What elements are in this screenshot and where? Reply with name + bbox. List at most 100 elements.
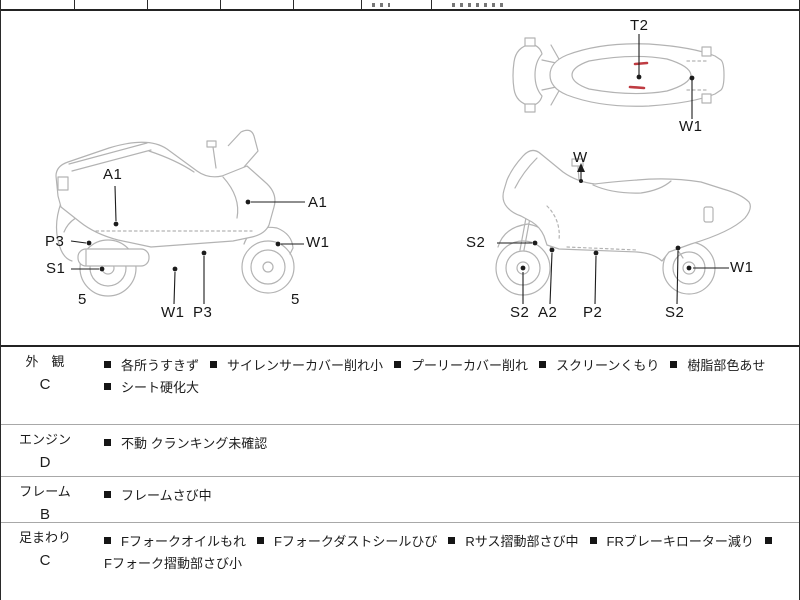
label-t2: T2 bbox=[630, 17, 649, 34]
cell-divider bbox=[293, 0, 294, 9]
seat-seam bbox=[592, 180, 672, 194]
label-tread-rear: 5 bbox=[78, 291, 87, 308]
defect-items-cell: Fフォークオイルもれ Fフォークダストシールひび Rサス摺動部さび中 FRブレーキロー… bbox=[89, 529, 799, 600]
category-label: 外 観 bbox=[25, 354, 65, 369]
bullet-square-icon bbox=[104, 382, 111, 390]
defect-item: FRブレーキローター減り bbox=[589, 531, 754, 550]
rear-mudflap bbox=[55, 202, 73, 262]
cell-divider bbox=[220, 0, 221, 9]
label-s2-rear: S2 bbox=[665, 304, 685, 321]
defect-item: プーリーカバー削れ bbox=[394, 355, 528, 374]
defect-text: サイレンサーカバー削れ小 bbox=[227, 357, 384, 373]
defect-text: スクリーンくもり bbox=[556, 357, 660, 373]
front-fork bbox=[519, 206, 533, 251]
defect-line: シート硬化大 bbox=[104, 375, 799, 397]
category-cell: エンジン D bbox=[1, 431, 89, 476]
defect-items-cell: 不動 クランキング未確認 bbox=[89, 431, 799, 476]
bullet-square-icon bbox=[589, 536, 597, 544]
windscreen-edge bbox=[514, 157, 538, 189]
grade-value: C bbox=[39, 376, 51, 393]
rear-shock bbox=[670, 239, 684, 259]
defect-text: Fフォーク摺動部さび小 bbox=[104, 555, 242, 571]
defect-line: Fフォークオイルもれ Fフォークダストシールひび Rサス摺動部さび中 FRブレーキロー… bbox=[104, 529, 799, 551]
label-w1-underbody: W1 bbox=[161, 304, 185, 321]
condition-row: 足まわり C Fフォークオイルもれ Fフォークダストシールひび Rサス摺動部さび中 FRブ… bbox=[1, 522, 799, 600]
category-label: 足まわり bbox=[18, 530, 71, 545]
label-w1-top: W1 bbox=[679, 118, 703, 135]
defect-item: Fフォークダストシールひび bbox=[256, 531, 438, 550]
body-outline bbox=[55, 141, 276, 248]
bullet-square-icon bbox=[394, 360, 402, 368]
defect-item: スクリーンくもり bbox=[539, 355, 659, 374]
category-label: エンジン bbox=[18, 432, 71, 447]
bullet-square-icon bbox=[104, 536, 111, 544]
grade-value: C bbox=[39, 552, 51, 569]
condition-rows: 外 観 C 各所うすきず サイレンサーカバー削れ小 プーリーカバー削れ スクリーンくもり 樹… bbox=[1, 347, 799, 600]
condition-row: エンジン D 不動 クランキング未確認 bbox=[1, 424, 799, 476]
bullet-square-icon bbox=[539, 360, 547, 368]
label-p3-floor: P3 bbox=[193, 304, 213, 321]
label-s1: S1 bbox=[46, 260, 66, 277]
defect-item: 各所うすきず bbox=[104, 355, 199, 374]
defect-item: Fフォーク摺動部さび小 bbox=[104, 553, 242, 572]
mirror-right bbox=[524, 103, 536, 113]
bullet-square-icon bbox=[256, 536, 264, 544]
condition-row: 外 観 C 各所うすきず サイレンサーカバー削れ小 プーリーカバー削れ スクリーンくもり 樹… bbox=[1, 347, 799, 424]
category-cell: 外 観 C bbox=[1, 353, 89, 424]
defect-line: Fフォーク摺動部さび小 bbox=[104, 551, 799, 573]
label-a1-front: A1 bbox=[308, 194, 328, 211]
body-outline bbox=[502, 149, 751, 262]
grade-value: B bbox=[39, 506, 50, 523]
defect-text: プーリーカバー削れ bbox=[411, 357, 529, 373]
tail-lamp bbox=[57, 176, 69, 191]
defect-text: 樹脂部色あせ bbox=[687, 357, 766, 373]
defect-item: サイレンサーカバー削れ小 bbox=[210, 355, 383, 374]
condition-table: 外 観 C 各所うすきず サイレンサーカバー削れ小 プーリーカバー削れ スクリーンくもり 樹… bbox=[1, 345, 799, 600]
cell-divider bbox=[74, 0, 75, 9]
clipped-text-fragment bbox=[452, 3, 508, 7]
mirror bbox=[206, 140, 217, 148]
mirror-left bbox=[524, 37, 536, 47]
category-label: フレーム bbox=[19, 484, 71, 499]
defect-items-cell: フレームさび中 bbox=[89, 483, 799, 522]
bullet-square-icon bbox=[104, 360, 111, 368]
defect-text: 不動 クランキング未確認 bbox=[121, 435, 268, 451]
rear-fender bbox=[63, 211, 95, 233]
category-cell: フレーム B bbox=[1, 483, 89, 523]
defect-text: Rサス摺動部さび中 bbox=[465, 533, 579, 549]
bullet-square-icon bbox=[104, 490, 111, 498]
windscreen bbox=[227, 129, 259, 168]
defect-item bbox=[764, 536, 782, 544]
turn-signal bbox=[701, 93, 712, 104]
label-tread-front: 5 bbox=[291, 291, 300, 308]
defect-text: 各所うすきず bbox=[121, 357, 200, 373]
defect-line: 各所うすきず サイレンサーカバー削れ小 プーリーカバー削れ スクリーンくもり 樹脂部色あ… bbox=[104, 353, 799, 375]
bullet-square-icon bbox=[764, 536, 772, 544]
label-p2: P2 bbox=[583, 304, 603, 321]
defect-items-cell: 各所うすきず サイレンサーカバー削れ小 プーリーカバー削れ スクリーンくもり 樹脂部色あ… bbox=[89, 353, 799, 424]
defect-item: Rサス摺動部さび中 bbox=[448, 531, 579, 550]
grade-value: D bbox=[39, 454, 51, 471]
defect-item: フレームさび中 bbox=[104, 485, 212, 504]
defect-item: シート硬化大 bbox=[104, 377, 199, 396]
defect-item: 不動 クランキング未確認 bbox=[104, 433, 267, 452]
defect-text: Fフォークオイルもれ bbox=[121, 533, 246, 549]
seat-outline bbox=[571, 55, 692, 95]
defect-text: フレームさび中 bbox=[121, 487, 212, 503]
label-a2: A2 bbox=[538, 304, 558, 321]
defect-text: FRブレーキローター減り bbox=[606, 533, 754, 549]
clipped-table-row bbox=[1, 0, 799, 11]
tail-lamp bbox=[703, 206, 714, 223]
defect-text: Fフォークダストシールひび bbox=[273, 533, 438, 549]
muffler bbox=[77, 248, 150, 267]
label-w1-rear-wheel: W1 bbox=[730, 259, 754, 276]
label-s2-fork: S2 bbox=[466, 234, 486, 251]
turn-signal bbox=[701, 46, 712, 57]
cell-divider bbox=[147, 0, 148, 9]
category-cell: 足まわり C bbox=[1, 529, 89, 600]
damage-mark-red-dash bbox=[628, 85, 646, 90]
defect-item: Fフォークオイルもれ bbox=[104, 531, 246, 550]
defect-line: 不動 クランキング未確認 bbox=[104, 431, 799, 453]
label-a1-rear: A1 bbox=[103, 166, 123, 183]
bullet-square-icon bbox=[670, 360, 678, 368]
